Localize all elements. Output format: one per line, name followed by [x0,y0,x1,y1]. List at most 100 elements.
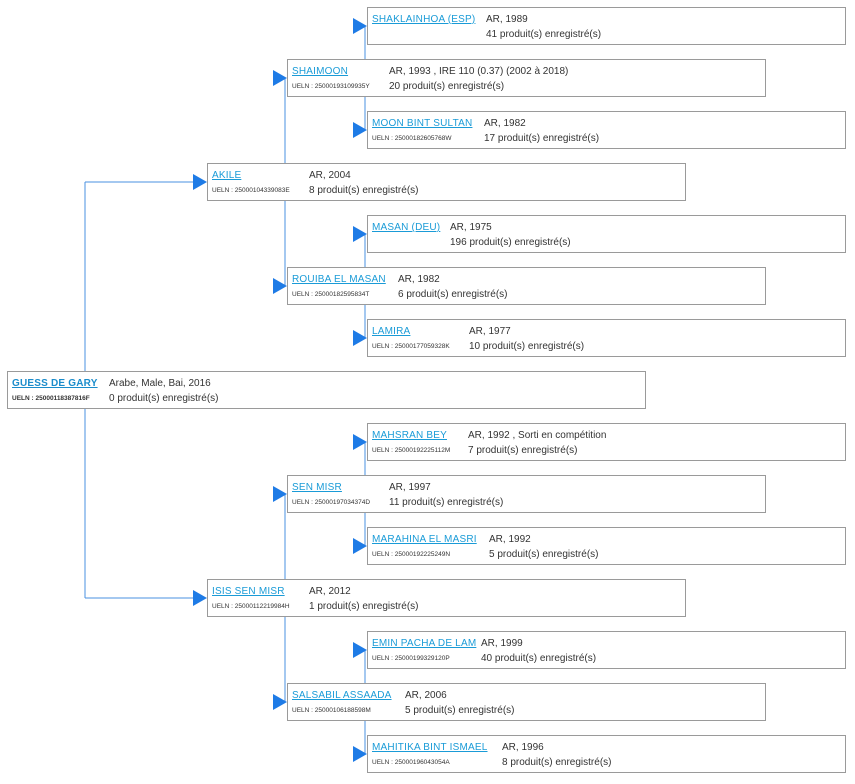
ueln-code: UELN : 25000192225112M [372,447,450,454]
ueln-code: UELN : 25000192225249N [372,551,450,558]
offspring-count: 0 produit(s) enregistré(s) [109,393,219,404]
ueln-label: UELN : [372,655,395,662]
horse-info: AR, 1975 [450,222,492,233]
ueln-label: UELN : [372,135,395,142]
horse-name-link[interactable]: MARAHINA EL MASRI [372,534,477,545]
arrow-icon [353,434,367,450]
ueln-label: UELN : [372,343,395,350]
offspring-count: 5 produit(s) enregistré(s) [489,549,599,560]
offspring-count: 8 produit(s) enregistré(s) [502,757,612,768]
arrow-icon [193,174,207,190]
offspring-count: 17 produit(s) enregistré(s) [484,133,600,144]
ueln-label: UELN : [292,291,315,298]
offspring-count: 11 produit(s) enregistré(s) [389,497,504,508]
ueln-code: UELN : 25000182605768W [372,135,452,142]
arrow-icon [353,18,367,34]
ueln-code: UELN : 25000197034374D [292,499,370,506]
ueln-value: 25000182595834T [314,291,370,298]
horse-info: Arabe, Male, Bai, 2016 [109,378,211,389]
offspring-count: 6 produit(s) enregistré(s) [398,289,508,300]
ueln-code: UELN : 25000106188598M [292,707,371,714]
ueln-code: UELN : 25000182595834T [292,291,369,298]
ueln-value: 25000196043054A [394,759,450,766]
horse-info: AR, 2004 [309,170,351,181]
horse-name-link[interactable]: SHAIMOON [292,66,349,77]
ueln-label: UELN : [372,551,395,558]
horse-info: AR, 2012 [309,586,351,597]
ueln-value: 25000106188598M [314,707,371,714]
ueln-code: UELN : 25000112219984H [212,603,290,610]
arrow-icon [273,486,287,502]
offspring-count: 8 produit(s) enregistré(s) [309,185,419,196]
horse-card-ss: SHAIMOON UELN : 25000193109935Y AR, 1993 ,… [287,59,766,97]
horse-name-link[interactable]: MASAN (DEU) [372,222,441,233]
offspring-count: 10 produit(s) enregistré(s) [469,341,585,352]
horse-info: AR, 1989 [486,14,528,25]
horse-name-link[interactable]: ISIS SEN MISR [212,586,285,597]
horse-name-link[interactable]: EMIN PACHA DE LAM [372,638,477,649]
horse-card-ddd: MAHITIKA BINT ISMAEL UELN : 2500019604305… [367,735,846,773]
horse-info: AR, 1992 [489,534,531,545]
ueln-value: 25000112219984H [234,603,290,610]
arrow-icon [193,590,207,606]
horse-card-sd: ROUIBA EL MASAN UELN : 25000182595834T AR,… [287,267,766,305]
ueln-code: UELN : 25000104339083E [212,187,290,194]
ueln-label: UELN : [372,759,395,766]
horse-name-link[interactable]: SHAKLAINHOA (ESP) [372,14,476,25]
horse-card-dd: SALSABIL ASSAADA UELN : 25000106188598M AR… [287,683,766,721]
horse-card-sss: SHAKLAINHOA (ESP) AR, 1989 41 produit(s) e… [367,7,846,45]
horse-card-s: AKILE UELN : 25000104339083E AR, 2004 8 pro… [207,163,686,201]
horse-info: AR, 1977 [469,326,511,337]
ueln-label: UELN : [292,499,315,506]
ueln-value: 25000197034374D [314,499,371,506]
ueln-code: UELN : 25000118387816F [12,395,90,402]
arrow-icon [273,278,287,294]
ueln-value: 25000192225249N [394,551,451,558]
arrow-icon [353,122,367,138]
ueln-value: 25000182605768W [394,135,452,142]
ueln-value: 25000104339083E [234,187,290,194]
offspring-count: 20 produit(s) enregistré(s) [389,81,505,92]
ueln-label: UELN : [212,603,235,610]
ueln-code: UELN : 25000196043054A [372,759,450,766]
horse-name-link[interactable]: LAMIRA [372,326,411,337]
offspring-count: 7 produit(s) enregistré(s) [468,445,578,456]
horse-card-sdd: LAMIRA UELN : 25000177059328K AR, 1977 10 p… [367,319,846,357]
horse-info: AR, 2006 [405,690,447,701]
ueln-code: UELN : 25000199329120P [372,655,450,662]
horse-name-link[interactable]: AKILE [212,170,242,181]
ueln-code: UELN : 25000193109935Y [292,83,370,90]
horse-name-link[interactable]: ROUIBA EL MASAN [292,274,386,285]
arrow-icon [353,226,367,242]
horse-info: AR, 1993 , IRE 110 (0.37) (2002 à 2018) [389,66,569,77]
horse-name-link[interactable]: GUESS DE GARY [12,378,98,389]
ueln-label: UELN : [292,707,315,714]
offspring-count: 41 produit(s) enregistré(s) [486,29,602,40]
horse-info: AR, 1992 , Sorti en compétition [468,430,607,441]
horse-name-link[interactable]: SEN MISR [292,482,342,493]
arrow-icon [273,70,287,86]
horse-name-link[interactable]: MAHITIKA BINT ISMAEL [372,742,488,753]
ueln-value: 25000177059328K [394,343,450,350]
arrow-icon [353,330,367,346]
ueln-label: UELN : [212,187,235,194]
offspring-count: 40 produit(s) enregistré(s) [481,653,597,664]
ueln-label: UELN : [372,447,395,454]
horse-info: AR, 1996 [502,742,544,753]
arrow-icon [353,538,367,554]
horse-name-link[interactable]: MOON BINT SULTAN [372,118,473,129]
arrow-icon [273,694,287,710]
horse-name-link[interactable]: SALSABIL ASSAADA [292,690,392,701]
ueln-value: 25000192225112M [394,447,451,454]
horse-card-dsd: MARAHINA EL MASRI UELN : 25000192225249N A… [367,527,846,565]
horse-name-link[interactable]: MAHSRAN BEY [372,430,447,441]
arrow-icon [353,642,367,658]
horse-card-d: ISIS SEN MISR UELN : 25000112219984H AR, 2… [207,579,686,617]
ueln-value: 25000199329120P [394,655,450,662]
horse-info: AR, 1982 [398,274,440,285]
horse-card-ds: SEN MISR UELN : 25000197034374D AR, 1997 11… [287,475,766,513]
horse-info: AR, 1997 [389,482,431,493]
